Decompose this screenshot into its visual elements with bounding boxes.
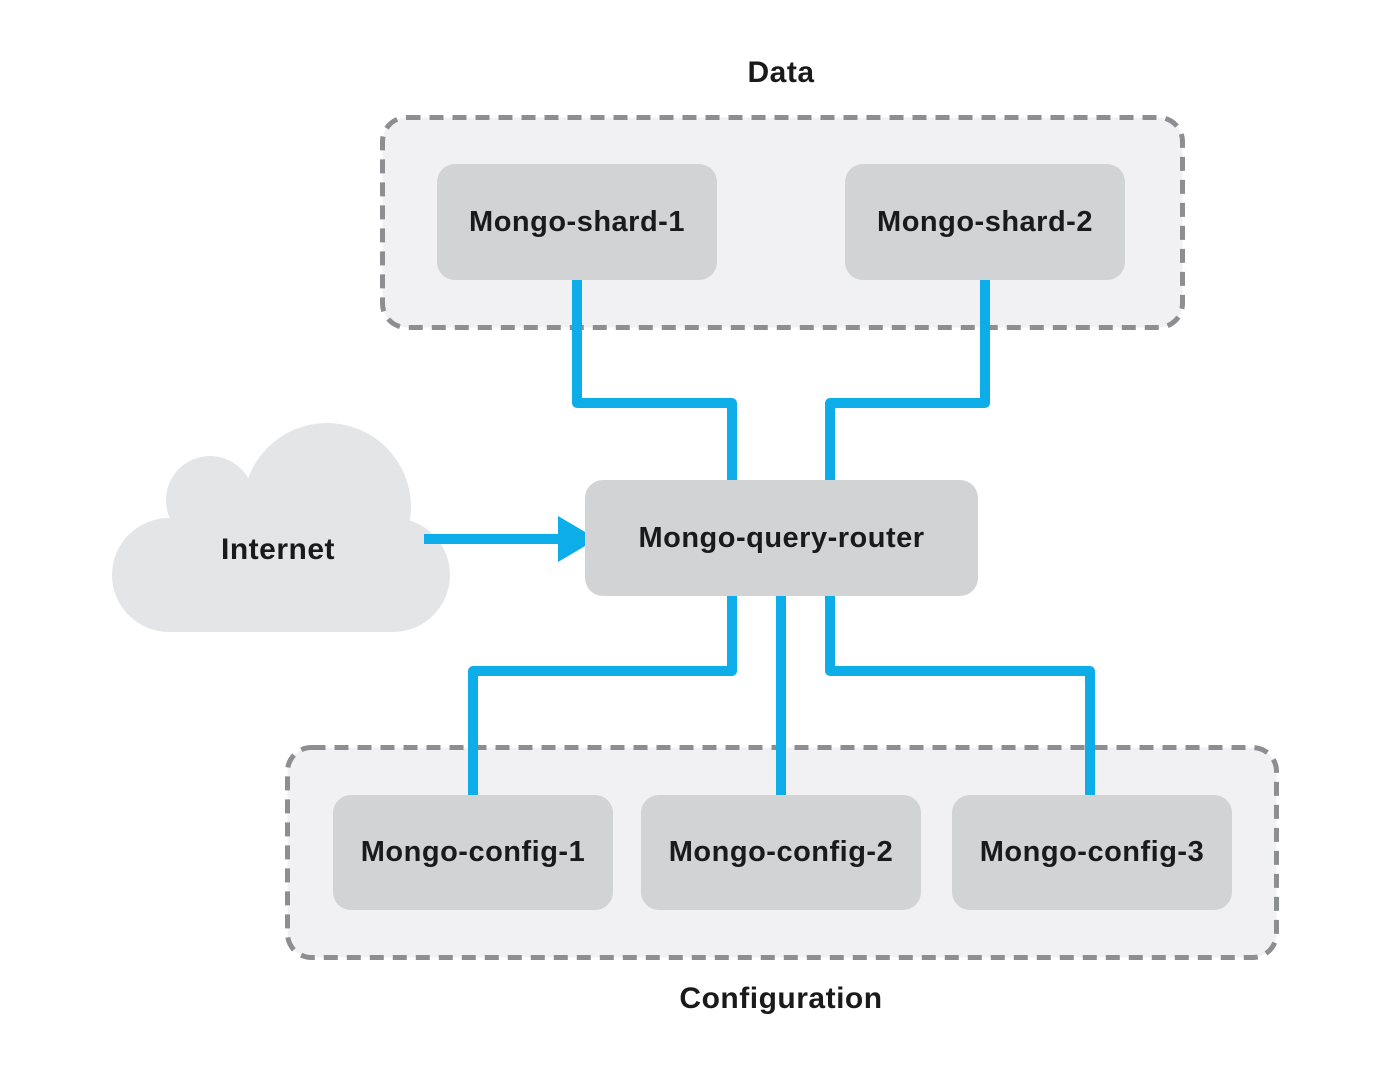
node-label: Mongo-shard-2 — [877, 205, 1093, 238]
node-mongo-config-1: Mongo-config-1 — [333, 795, 613, 910]
node-mongo-shard-2: Mongo-shard-2 — [845, 164, 1125, 280]
configuration-group-label: Configuration — [679, 982, 883, 1015]
node-label: Mongo-query-router — [638, 521, 925, 554]
node-label: Mongo-config-3 — [979, 836, 1205, 868]
connector-router-config1 — [468, 594, 737, 797]
arrow-head-icon — [558, 516, 597, 562]
node-label: Mongo-shard-1 — [469, 205, 685, 238]
connector-shard2-router — [825, 274, 990, 482]
node-mongo-config-3: Mongo-config-3 — [952, 795, 1232, 910]
node-mongo-query-router: Mongo-query-router — [585, 480, 978, 596]
connector-router-config3 — [825, 594, 1095, 797]
node-label: Mongo-config-1 — [360, 836, 586, 868]
node-mongo-shard-1: Mongo-shard-1 — [437, 164, 717, 280]
data-group-label: Data — [747, 56, 815, 89]
node-mongo-config-2: Mongo-config-2 — [641, 795, 921, 910]
cloud-icon — [112, 423, 450, 632]
node-label: Mongo-config-2 — [668, 836, 894, 868]
connector-shard1-router — [572, 274, 737, 482]
internet-label: Internet — [220, 533, 335, 566]
